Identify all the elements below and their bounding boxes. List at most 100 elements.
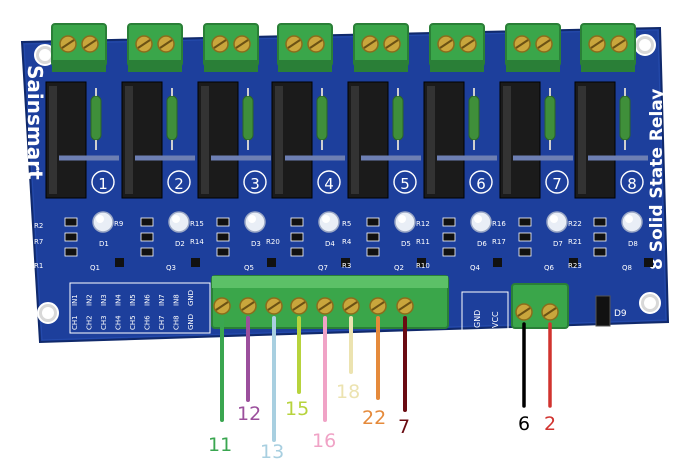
channel-number: 6 (476, 175, 486, 193)
resistor-label: R23 (568, 262, 582, 270)
screw-slot (515, 39, 529, 49)
screw-slot (292, 301, 306, 311)
resistor-label: R16 (492, 220, 506, 228)
fuse (316, 95, 328, 141)
resistor-label: R1 (34, 262, 43, 270)
input-pin-silk: IN4 (115, 294, 123, 306)
pin-label-11: 11 (208, 434, 233, 456)
channel-number-ring (620, 170, 644, 194)
power-led-label: D9 (614, 309, 627, 319)
mounting-hole-center (39, 49, 51, 61)
screw-slot (287, 39, 301, 49)
smd-transistor (341, 258, 350, 267)
smd-resistor (216, 232, 230, 242)
led-shine (248, 215, 256, 223)
screw-slot (344, 301, 358, 311)
led-shine (172, 215, 180, 223)
smd-resistor (290, 217, 304, 227)
smd-transistor (569, 258, 578, 267)
channel-number: 8 (627, 175, 637, 193)
smd-resistor (64, 247, 78, 257)
input-pin-silk: GND (187, 314, 195, 330)
smd-resistor (64, 217, 78, 227)
transistor-label: Q7 (318, 264, 328, 272)
screw-slot (215, 301, 229, 311)
input-label-frame (69, 282, 211, 334)
resistor-label: R9 (114, 220, 123, 228)
screw-slot (537, 39, 551, 49)
smd-transistor (493, 258, 502, 267)
input-pin-silk: CH4 (115, 315, 123, 330)
screw-slot (137, 39, 151, 49)
screw-slot (363, 39, 377, 49)
power-header-labels: GND VCC (461, 291, 509, 333)
input-header-labels: IN1CH1IN2CH2IN3CH3IN4CH4IN5CH5IN6CH6IN7C… (69, 282, 211, 334)
led-shine (96, 215, 104, 223)
screw-slot (318, 301, 332, 311)
diode-label: D1 (99, 240, 109, 248)
screw-slot (159, 39, 173, 49)
power-pin-silk: VCC (491, 311, 500, 328)
fuse (544, 95, 556, 141)
led-shine (625, 215, 633, 223)
transistor-label: Q3 (166, 264, 176, 272)
input-pin-silk: IN2 (86, 294, 94, 306)
status-led (470, 211, 492, 233)
ssr-highlight (578, 86, 586, 194)
resistor-label: R12 (416, 220, 430, 228)
power-pin-silk: GND (473, 310, 482, 328)
channel-number: 7 (552, 175, 562, 193)
fuse (619, 95, 631, 141)
brand-silkscreen: Sainsmart (23, 65, 47, 180)
status-led (92, 211, 114, 233)
mounting-hole-center (644, 297, 656, 309)
led-shine (550, 215, 558, 223)
status-led (394, 211, 416, 233)
resistor-label: R5 (342, 220, 351, 228)
screw-slot (398, 301, 412, 311)
channel-number-ring (545, 170, 569, 194)
power-led (595, 295, 611, 327)
smd-resistor (140, 247, 154, 257)
diode-label: D6 (477, 240, 487, 248)
ssr-highlight (125, 86, 133, 194)
input-pin-silk: IN3 (100, 294, 108, 306)
mounting-hole-center (639, 39, 651, 51)
pin-label-6: 6 (518, 413, 531, 435)
ssr-highlight (201, 86, 209, 194)
fuse (242, 95, 254, 141)
status-led (318, 211, 340, 233)
channel-number-ring (91, 170, 115, 194)
smd-resistor (64, 232, 78, 242)
diode-label: D3 (251, 240, 261, 248)
screw-slot (235, 39, 249, 49)
input-pin-silk: CH6 (144, 315, 152, 330)
input-pin-silk: CH3 (100, 315, 108, 330)
smd-resistor (366, 232, 380, 242)
ssr-highlight (275, 86, 283, 194)
input-pin-silk: IN5 (129, 294, 137, 306)
smd-transistor (115, 258, 124, 267)
pin-label-16: 16 (312, 430, 337, 452)
resistor-label: R2 (34, 222, 43, 230)
screw-slot (543, 307, 557, 317)
transistor-label: Q4 (470, 264, 481, 272)
fuse (90, 95, 102, 141)
input-pin-silk: CH1 (71, 315, 79, 330)
resistor-label: R15 (190, 220, 204, 228)
diode-label: D8 (628, 240, 638, 248)
screw-slot (61, 39, 75, 49)
fuse (468, 95, 480, 141)
screw-slot (267, 301, 281, 311)
screw-slot (371, 301, 385, 311)
input-pin-silk: CH5 (129, 315, 137, 330)
fuse (166, 95, 178, 141)
resistor-label: R4 (342, 238, 352, 246)
resistor-label: R17 (492, 238, 506, 246)
input-pin-silk: IN8 (173, 294, 181, 306)
channel-number: 2 (174, 175, 184, 193)
top-terminal-base (128, 60, 182, 72)
input-pin-silk: IN7 (158, 294, 166, 306)
